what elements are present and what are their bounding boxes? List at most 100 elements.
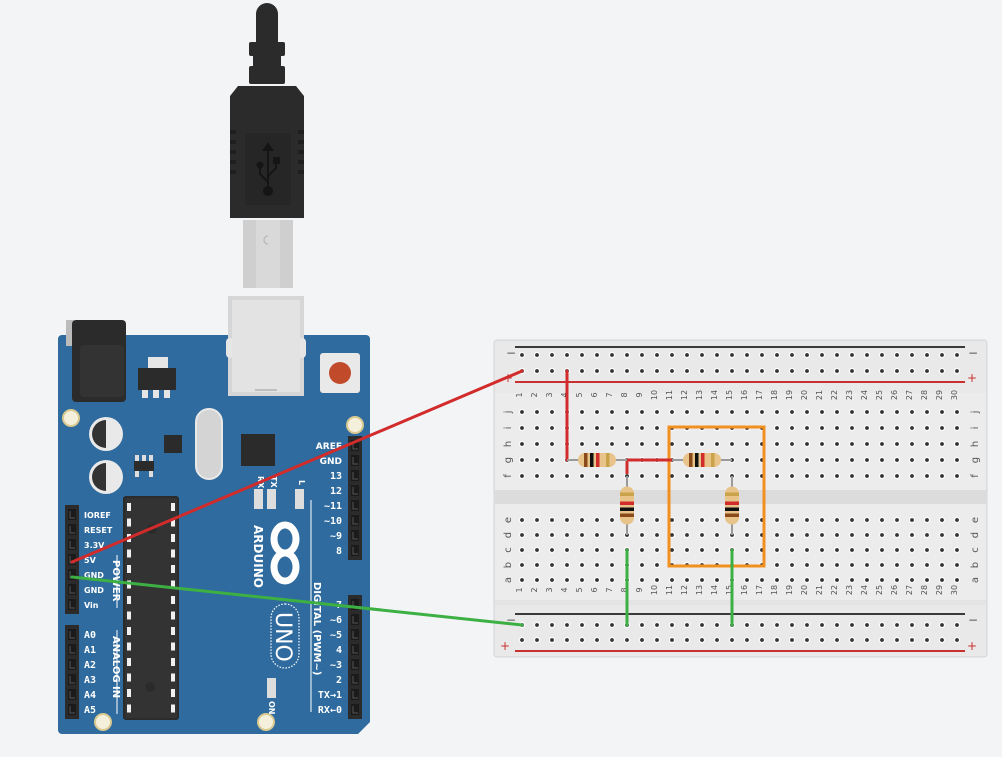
breadboard-hole[interactable] xyxy=(565,474,569,478)
breadboard-hole[interactable] xyxy=(700,474,704,478)
rail-hole[interactable] xyxy=(865,638,869,642)
rail-hole[interactable] xyxy=(700,638,704,642)
breadboard-hole[interactable] xyxy=(925,518,929,522)
rail-hole[interactable] xyxy=(775,623,779,627)
breadboard-hole[interactable] xyxy=(850,426,854,430)
breadboard-hole[interactable] xyxy=(685,548,689,552)
breadboard-hole[interactable] xyxy=(895,442,899,446)
breadboard-hole[interactable] xyxy=(550,548,554,552)
rail-hole[interactable] xyxy=(670,623,674,627)
arduino-uno-board[interactable]: RX TX L ON ARDUINO UNO IOREFRESET3.3V5VG… xyxy=(58,296,370,734)
rail-hole[interactable] xyxy=(550,353,554,357)
breadboard-hole[interactable] xyxy=(820,578,824,582)
breadboard-hole[interactable] xyxy=(700,442,704,446)
breadboard-hole[interactable] xyxy=(745,458,749,462)
breadboard-hole[interactable] xyxy=(580,410,584,414)
rail-hole[interactable] xyxy=(640,369,644,373)
breadboard-hole[interactable] xyxy=(535,410,539,414)
breadboard-hole[interactable] xyxy=(865,578,869,582)
rail-hole[interactable] xyxy=(745,638,749,642)
breadboard-hole[interactable] xyxy=(550,410,554,414)
breadboard-hole[interactable] xyxy=(865,474,869,478)
breadboard-hole[interactable] xyxy=(550,442,554,446)
rail-hole[interactable] xyxy=(805,638,809,642)
breadboard-hole[interactable] xyxy=(685,533,689,537)
resistor-r2[interactable] xyxy=(672,453,732,467)
rail-hole[interactable] xyxy=(910,638,914,642)
rail-hole[interactable] xyxy=(850,369,854,373)
breadboard-hole[interactable] xyxy=(940,474,944,478)
power-header-socket[interactable] xyxy=(68,569,76,580)
breadboard-hole[interactable] xyxy=(895,426,899,430)
rail-hole[interactable] xyxy=(790,353,794,357)
breadboard-hole[interactable] xyxy=(790,548,794,552)
breadboard-hole[interactable] xyxy=(865,518,869,522)
digital-header-upper-socket[interactable] xyxy=(351,455,359,466)
rail-hole[interactable] xyxy=(700,623,704,627)
breadboard-hole[interactable] xyxy=(910,442,914,446)
breadboard-hole[interactable] xyxy=(655,518,659,522)
rail-hole[interactable] xyxy=(940,369,944,373)
rail-hole[interactable] xyxy=(670,369,674,373)
breadboard-hole[interactable] xyxy=(850,518,854,522)
rail-hole[interactable] xyxy=(655,353,659,357)
breadboard-hole[interactable] xyxy=(535,518,539,522)
breadboard-hole[interactable] xyxy=(580,426,584,430)
breadboard-hole[interactable] xyxy=(835,563,839,567)
rail-hole[interactable] xyxy=(940,353,944,357)
breadboard-hole[interactable] xyxy=(910,548,914,552)
breadboard-hole[interactable] xyxy=(955,474,959,478)
breadboard-hole[interactable] xyxy=(535,426,539,430)
breadboard-hole[interactable] xyxy=(655,442,659,446)
breadboard-hole[interactable] xyxy=(565,563,569,567)
breadboard-hole[interactable] xyxy=(565,578,569,582)
rail-hole[interactable] xyxy=(655,638,659,642)
breadboard-hole[interactable] xyxy=(715,410,719,414)
rail-hole[interactable] xyxy=(640,638,644,642)
breadboard-hole[interactable] xyxy=(805,533,809,537)
rail-hole[interactable] xyxy=(565,638,569,642)
digital-header-lower-socket[interactable] xyxy=(351,629,359,640)
breadboard-hole[interactable] xyxy=(925,548,929,552)
rail-hole[interactable] xyxy=(595,353,599,357)
breadboard-hole[interactable] xyxy=(790,518,794,522)
breadboard-hole[interactable] xyxy=(640,474,644,478)
breadboard-hole[interactable] xyxy=(625,442,629,446)
rail-hole[interactable] xyxy=(925,369,929,373)
breadboard-hole[interactable] xyxy=(820,442,824,446)
breadboard-hole[interactable] xyxy=(925,533,929,537)
rail-hole[interactable] xyxy=(835,369,839,373)
breadboard-hole[interactable] xyxy=(790,563,794,567)
digital-header-upper-socket[interactable] xyxy=(351,440,359,451)
breadboard-hole[interactable] xyxy=(820,518,824,522)
breadboard-hole[interactable] xyxy=(610,442,614,446)
rail-hole[interactable] xyxy=(670,353,674,357)
digital-header-upper-socket[interactable] xyxy=(351,545,359,556)
breadboard-hole[interactable] xyxy=(670,548,674,552)
breadboard-hole[interactable] xyxy=(790,458,794,462)
breadboard-hole[interactable] xyxy=(700,578,704,582)
breadboard-hole[interactable] xyxy=(805,442,809,446)
breadboard-hole[interactable] xyxy=(580,518,584,522)
rail-hole[interactable] xyxy=(640,353,644,357)
breadboard-hole[interactable] xyxy=(910,563,914,567)
breadboard-hole[interactable] xyxy=(805,518,809,522)
breadboard-hole[interactable] xyxy=(865,548,869,552)
breadboard-hole[interactable] xyxy=(655,426,659,430)
breadboard-hole[interactable] xyxy=(910,533,914,537)
rail-hole[interactable] xyxy=(655,369,659,373)
breadboard-hole[interactable] xyxy=(595,410,599,414)
breadboard[interactable]: − + − + − + − + 112233445566778899101011… xyxy=(493,339,988,658)
rail-hole[interactable] xyxy=(790,369,794,373)
rail-hole[interactable] xyxy=(775,638,779,642)
breadboard-hole[interactable] xyxy=(685,442,689,446)
breadboard-hole[interactable] xyxy=(925,563,929,567)
breadboard-hole[interactable] xyxy=(775,442,779,446)
breadboard-hole[interactable] xyxy=(910,426,914,430)
rail-hole[interactable] xyxy=(850,638,854,642)
breadboard-hole[interactable] xyxy=(865,410,869,414)
breadboard-hole[interactable] xyxy=(880,410,884,414)
breadboard-hole[interactable] xyxy=(805,563,809,567)
breadboard-hole[interactable] xyxy=(730,442,734,446)
breadboard-hole[interactable] xyxy=(835,426,839,430)
